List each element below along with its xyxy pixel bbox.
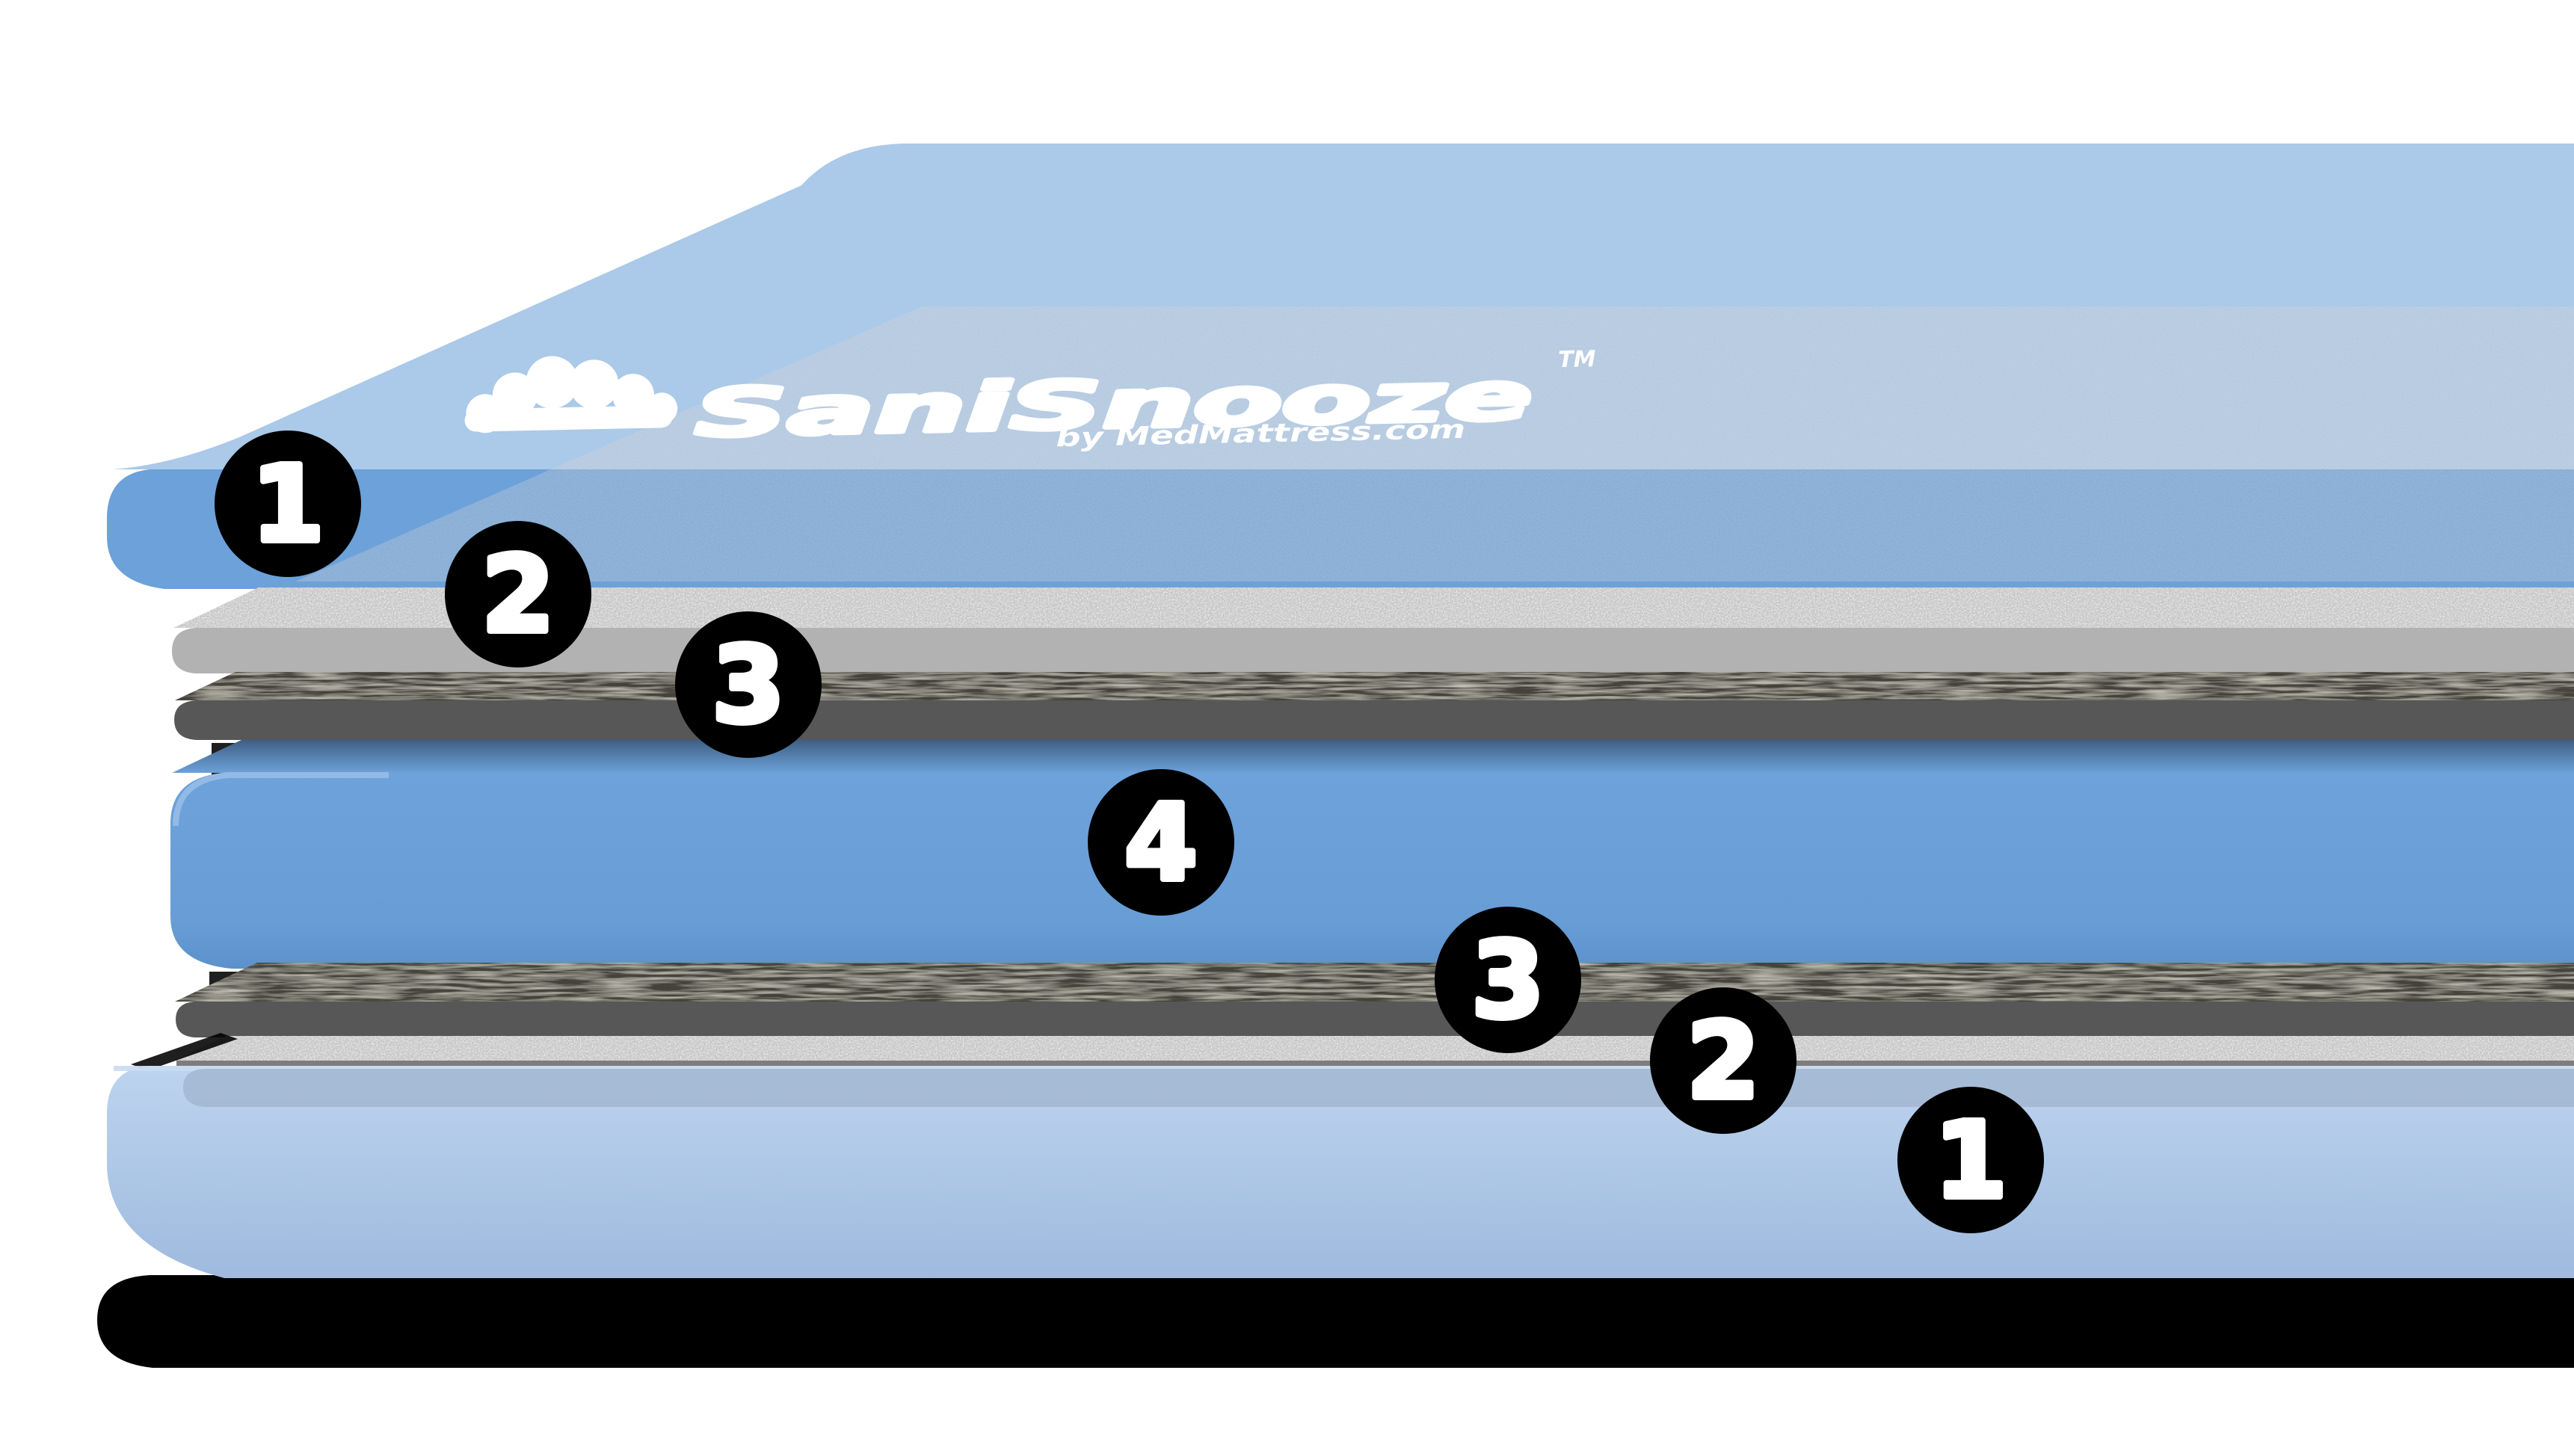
callout-badge-top-barrier: 3 [675,611,822,758]
barrier-front-face [174,700,2574,740]
callout-number: 3 [1471,920,1544,1042]
callout-number: 1 [251,444,324,566]
layer-top-barrier [174,672,2574,740]
callout-badge-top-cover: 1 [215,431,361,577]
layer-bottom-barrier [175,963,2574,1037]
cloud-icon [464,356,678,434]
core-front-face [170,773,2574,969]
layer-foam-core [170,740,2574,969]
callout-circle [1435,907,1581,1053]
ground-shadow [97,1275,2574,1368]
callouts: 1 2 3 4 3 2 1 [215,431,2044,1233]
callout-circle [1897,1087,2044,1233]
barrier-top-surface [175,672,2574,700]
layer-bottom-quilted [173,1036,2574,1066]
layer-top-cover: SaniSnooze TM by MedMattress.com [107,144,2574,589]
callout-badge-bottom-barrier: 3 [1435,907,1581,1053]
trademark-symbol: TM [1558,346,1596,373]
brand-name: SaniSnooze [694,357,1533,451]
callout-badge-foam-core: 4 [1088,769,1234,916]
callout-badge-top-quilted: 2 [445,521,591,667]
callout-circle [215,431,361,577]
core-edge-highlight [173,772,389,827]
shadow-wedge-above-bottom-cover [131,1033,238,1070]
core-top-surface-shadow [172,740,2574,773]
barrier-bottom-top-surface [175,963,2574,1002]
barrier-bottom-front-face [176,1002,2574,1037]
callout-circle [445,521,591,667]
callout-circle [1088,769,1234,916]
bottom-cover-shadow-band [183,1069,2574,1107]
brand-logo: SaniSnooze TM by MedMattress.com [464,346,1596,454]
callout-circle [675,611,822,758]
callout-number: 1 [1934,1100,2007,1222]
callout-number: 2 [1687,1001,1759,1123]
callout-circle [1650,987,1796,1134]
bottom-cover-top-sliver [114,1066,2574,1071]
layer-bottom-cover [107,1066,2574,1278]
quilted-bottom-top-surface [173,1036,2574,1061]
callout-number: 4 [1124,783,1197,904]
callout-number: 2 [481,534,554,656]
quilted-bottom-edge-line [176,1061,2574,1066]
callout-number: 3 [712,625,784,747]
callout-badge-bottom-quilted: 2 [1650,987,1796,1134]
top-cover-fabric-sheen [295,306,2574,582]
callout-badge-bottom-cover: 1 [1897,1087,2044,1233]
